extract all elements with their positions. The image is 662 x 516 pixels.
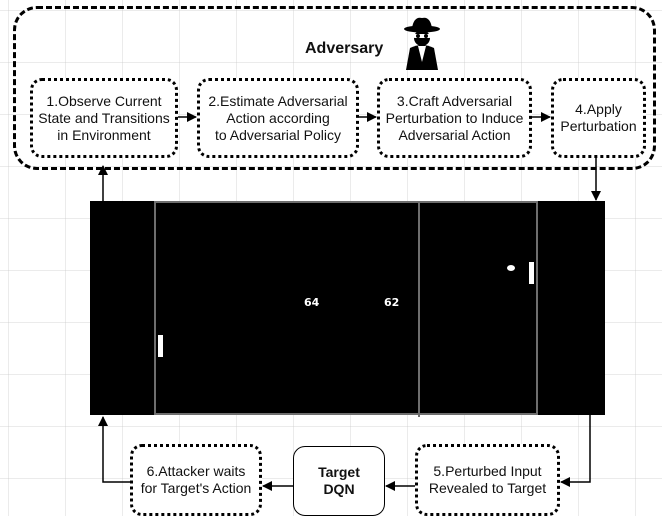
arrow-game-to-perturbed xyxy=(560,415,591,487)
arrow-wait-to-game xyxy=(98,416,130,483)
adversary-region xyxy=(13,6,656,170)
pong-game-frame: 64 62 xyxy=(90,201,605,417)
right-paddle xyxy=(529,262,534,284)
step-wait: 6.Attacker waits for Target's Action xyxy=(130,444,262,516)
step-craft: 3.Craft Adversarial Perturbation to Indu… xyxy=(377,78,532,158)
target-dqn: Target DQN xyxy=(293,446,385,516)
step-perturbed: 5.Perturbed Input Revealed to Target xyxy=(415,444,560,516)
step-estimate: 2.Estimate Adversarial Action according … xyxy=(197,78,359,158)
left-score: 64 xyxy=(304,296,320,309)
spy-icon xyxy=(404,17,440,70)
pong-court xyxy=(154,201,538,417)
adversary-title: Adversary xyxy=(305,40,384,57)
court-midline xyxy=(418,203,420,417)
step-observe: 1.Observe Current State and Transitions … xyxy=(30,78,178,158)
left-paddle xyxy=(158,335,163,357)
ball xyxy=(507,265,515,271)
step-apply: 4.Apply Perturbation xyxy=(551,78,646,158)
right-score: 62 xyxy=(384,296,400,309)
